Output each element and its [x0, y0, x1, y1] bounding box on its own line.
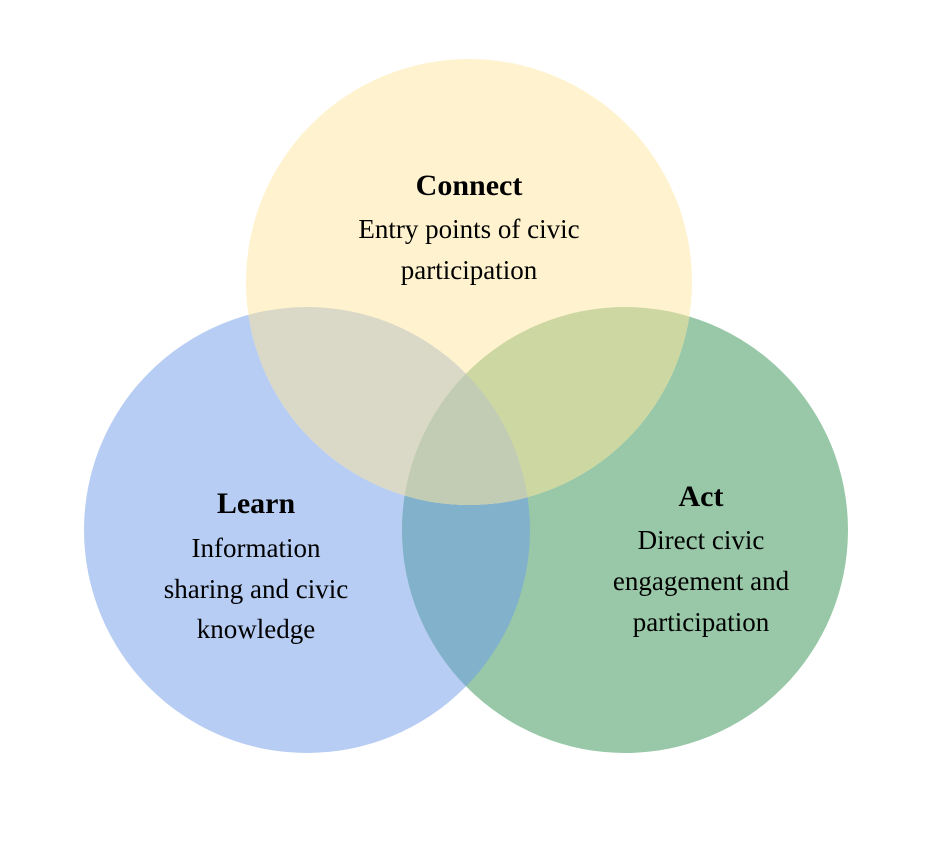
act-desc-line: participation: [633, 607, 770, 637]
connect-desc-line: Entry points of civic: [358, 214, 579, 244]
learn-desc-line: sharing and civic: [164, 574, 348, 604]
act-desc-line: engagement and: [613, 566, 790, 596]
act-title: Act: [679, 480, 724, 513]
connect-label: Connect Entry points of civic participat…: [358, 169, 579, 285]
learn-desc-line: Information: [192, 533, 321, 563]
connect-act-overlap: [402, 307, 692, 505]
connect-learn-overlap: [246, 307, 530, 505]
learn-title: Learn: [217, 487, 296, 520]
act-desc-line: Direct civic: [638, 525, 765, 555]
act-label: Act Direct civic engagement and particip…: [613, 480, 790, 637]
connect-desc-line: participation: [401, 255, 538, 285]
connect-title: Connect: [416, 169, 523, 202]
learn-desc-line: knowledge: [197, 614, 315, 644]
learn-label: Learn Information sharing and civic know…: [164, 487, 348, 644]
